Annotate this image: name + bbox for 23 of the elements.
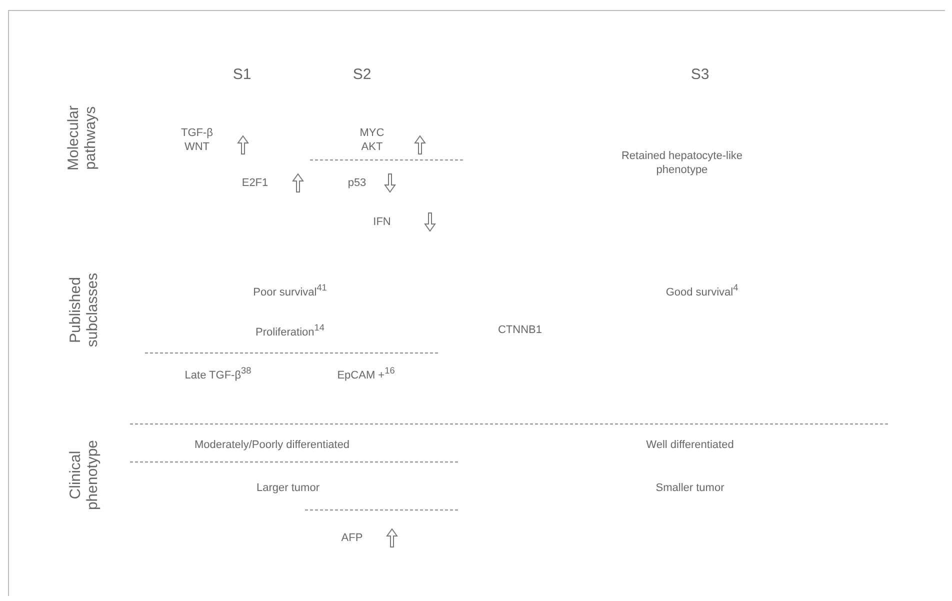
subclass-label: Poor survival$^{41}$ <box>253 282 327 300</box>
gene-label: TGF-β WNT <box>180 126 214 154</box>
phenotype-label: Well differentiated <box>646 438 734 452</box>
column-header: S3 <box>690 68 710 82</box>
subclass-label: CTNNB1 <box>498 323 542 337</box>
row-header: Clinical phenotype <box>67 438 101 512</box>
phenotype-label: Moderately/Poorly differentiated <box>194 438 350 452</box>
column-header: S2 <box>352 68 372 82</box>
gene-label: MYC AKT <box>358 126 386 154</box>
subclass-label: Good survival$^{4}$ <box>666 282 738 300</box>
row-header: Published subclasses <box>67 272 101 350</box>
phenotype-label: Smaller tumor <box>656 481 724 495</box>
subclass-label: EpCAM +$^{16}$ <box>337 364 395 382</box>
phenotype-label: Retained hepatocyte-like phenotype <box>620 149 744 177</box>
subclass-label: Late TGF-β$^{38}$ <box>184 364 252 382</box>
gene-label: p53 <box>348 176 366 190</box>
column-header: S1 <box>232 68 252 82</box>
gene-label: IFN <box>373 215 391 229</box>
gene-label: AFP <box>341 531 363 545</box>
row-header: Molecular pathways <box>65 104 99 173</box>
gene-label: E2F1 <box>242 176 268 190</box>
phenotype-label: Larger tumor <box>256 481 320 495</box>
subclass-label: Proliferation$^{14}$ <box>256 322 324 340</box>
